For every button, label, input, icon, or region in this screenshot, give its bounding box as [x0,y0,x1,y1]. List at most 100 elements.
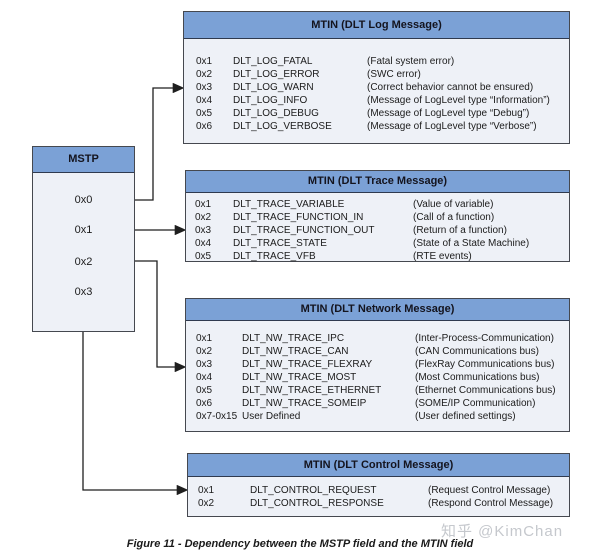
row-desc: (RTE events) [413,251,472,262]
row-desc: (Return of a function) [413,225,507,236]
table-row: 0x2 DLT_TRACE_FUNCTION_IN (Call of a fun… [195,211,569,224]
table-row: 0x5 DLT_NW_TRACE_ETHERNET (Ethernet Comm… [196,384,569,397]
mtin-trace-message-title: MTIN (DLT Trace Message) [186,171,569,193]
table-row: 0x6 DLT_NW_TRACE_SOMEIP (SOME/IP Communi… [196,397,569,410]
row-desc: (SOME/IP Communication) [415,398,536,409]
arrow-mstp-0x0-to-log [135,82,185,201]
mtin-log-message-box: MTIN (DLT Log Message) 0x1 DLT_LOG_FATAL… [183,11,570,144]
mtin-network-message-box: MTIN (DLT Network Message) 0x1 DLT_NW_TR… [185,298,570,432]
row-name: DLT_CONTROL_RESPONSE [250,498,384,509]
row-desc: (Value of variable) [413,199,494,210]
row-name: DLT_TRACE_VARIABLE [233,199,345,210]
table-row: 0x3 DLT_TRACE_FUNCTION_OUT (Return of a … [195,224,569,237]
row-desc: (Respond Control Message) [428,498,554,509]
row-code: 0x5 [196,385,213,396]
row-name: DLT_TRACE_STATE [233,238,327,249]
row-code: 0x2 [196,69,213,80]
row-code: 0x6 [196,398,213,409]
arrow-mstp-0x3-to-control [82,308,189,496]
row-desc: (Correct behavior cannot be ensured) [367,82,534,93]
row-code: 0x4 [195,238,212,249]
table-row: 0x4 DLT_TRACE_STATE (State of a State Ma… [195,237,569,250]
mstp-value-0x3: 0x3 [74,286,93,298]
row-name: DLT_TRACE_VFB [233,251,316,262]
table-row: 0x1 DLT_NW_TRACE_IPC (Inter-Process-Comm… [196,332,569,345]
table-row: 0x2 DLT_LOG_ERROR (SWC error) [196,68,569,81]
row-desc: (User defined settings) [415,411,516,422]
row-code: 0x3 [196,82,213,93]
row-code: 0x2 [196,346,213,357]
row-name: DLT_LOG_WARN [233,82,314,93]
row-code: 0x4 [196,372,213,383]
row-desc: (State of a State Machine) [413,238,530,249]
row-desc: (CAN Communications bus) [415,346,539,357]
row-code: 0x7-0x15 [196,411,238,422]
table-row: 0x5 DLT_LOG_DEBUG (Message of LogLevel t… [196,107,569,120]
table-row: 0x7-0x15 User Defined (User defined sett… [196,410,569,423]
row-desc: (Message of LogLevel type “Debug”) [367,108,530,119]
mtin-network-message-title: MTIN (DLT Network Message) [186,299,569,321]
row-name: DLT_LOG_INFO [233,95,308,106]
table-row: 0x6 DLT_LOG_VERBOSE (Message of LogLevel… [196,120,569,133]
row-name: DLT_LOG_ERROR [233,69,320,80]
row-desc: (Call of a function) [413,212,495,223]
row-desc: (FlexRay Communications bus) [415,359,555,370]
table-row: 0x2 DLT_CONTROL_RESPONSE (Respond Contro… [198,497,569,510]
row-name: DLT_LOG_VERBOSE [233,121,332,132]
mtin-log-message-title: MTIN (DLT Log Message) [184,12,569,39]
row-code: 0x3 [196,359,213,370]
row-code: 0x1 [196,333,213,344]
mstp-box: MSTP 0x0 0x1 0x2 0x3 [32,146,135,332]
row-code: 0x6 [196,121,213,132]
table-row: 0x4 DLT_NW_TRACE_MOST (Most Communicatio… [196,371,569,384]
row-code: 0x5 [195,251,212,262]
row-code: 0x1 [196,56,213,67]
row-desc: (Request Control Message) [428,485,551,496]
row-code: 0x2 [198,498,215,509]
figure-caption: Figure 11 - Dependency between the MSTP … [126,538,474,550]
row-name: DLT_NW_TRACE_CAN [242,346,349,357]
row-desc: (Inter-Process-Communication) [415,333,554,344]
row-desc: (Message of LogLevel type “Information”) [367,95,550,106]
table-row: 0x3 DLT_LOG_WARN (Correct behavior canno… [196,81,569,94]
row-name: DLT_LOG_FATAL [233,56,313,67]
row-desc: (SWC error) [367,69,421,80]
mstp-value-0x0: 0x0 [74,194,93,206]
mstp-header: MSTP [33,147,134,173]
row-code: 0x4 [196,95,213,106]
mtin-control-message-box: MTIN (DLT Control Message) 0x1 DLT_CONTR… [187,453,570,517]
row-desc: (Most Communications bus) [415,372,540,383]
mtin-control-message-rows: 0x1 DLT_CONTROL_REQUEST (Request Control… [188,477,569,510]
row-name: DLT_NW_TRACE_SOMEIP [242,398,367,409]
mstp-value-0x2: 0x2 [74,256,93,268]
row-code: 0x3 [195,225,212,236]
mtin-log-message-rows: 0x1 DLT_LOG_FATAL (Fatal system error) 0… [184,39,569,133]
row-name: DLT_LOG_DEBUG [233,108,319,119]
table-row: 0x1 DLT_TRACE_VARIABLE (Value of variabl… [195,198,569,211]
table-row: 0x3 DLT_NW_TRACE_FLEXRAY (FlexRay Commun… [196,358,569,371]
table-row: 0x1 DLT_CONTROL_REQUEST (Request Control… [198,484,569,497]
row-desc: (Ethernet Communications bus) [415,385,556,396]
row-desc: (Fatal system error) [367,56,455,67]
row-code: 0x1 [195,199,212,210]
mstp-value-0x1: 0x1 [74,224,93,236]
mtin-trace-message-rows: 0x1 DLT_TRACE_VARIABLE (Value of variabl… [186,193,569,263]
row-code: 0x5 [196,108,213,119]
row-code: 0x1 [198,485,215,496]
row-code: 0x2 [195,212,212,223]
table-row: 0x2 DLT_NW_TRACE_CAN (CAN Communications… [196,345,569,358]
mtin-control-message-title: MTIN (DLT Control Message) [188,454,569,477]
row-name: DLT_NW_TRACE_MOST [242,372,357,383]
mtin-network-message-rows: 0x1 DLT_NW_TRACE_IPC (Inter-Process-Comm… [186,321,569,423]
row-name: DLT_NW_TRACE_ETHERNET [242,385,382,396]
table-row: 0x1 DLT_LOG_FATAL (Fatal system error) [196,55,569,68]
mtin-trace-message-box: MTIN (DLT Trace Message) 0x1 DLT_TRACE_V… [185,170,570,262]
row-desc: (Message of LogLevel type “Verbose”) [367,121,537,132]
row-name: DLT_TRACE_FUNCTION_OUT [233,225,375,236]
table-row: 0x5 DLT_TRACE_VFB (RTE events) [195,250,569,263]
row-name: DLT_NW_TRACE_FLEXRAY [242,359,373,370]
row-name: DLT_TRACE_FUNCTION_IN [233,212,364,223]
watermark: 知乎 @KimChan [441,523,564,540]
